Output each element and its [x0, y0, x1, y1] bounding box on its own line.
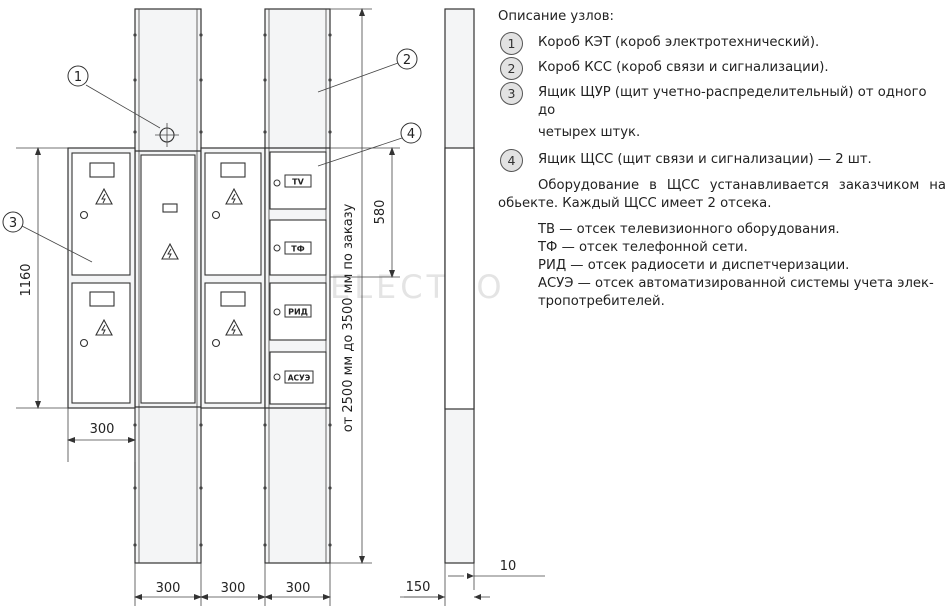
legend-compartment-askue: АСУЭ — отсек автоматизированной системы … [538, 276, 934, 309]
dim-1160: 1160 [19, 263, 34, 296]
shss-compartments [269, 151, 327, 405]
duct-ket-holes [133, 33, 203, 547]
legend-text-2: Короб КСС (короб связи и сигнализации). [538, 60, 829, 75]
legend-num-3: 3 [500, 82, 523, 105]
dim-300-col2: 300 [221, 581, 246, 596]
legend-compartment-rid: РИД — отсек радиосети и диспетчеризации. [538, 258, 850, 273]
callout-2: 2 [403, 53, 411, 68]
callout-1: 1 [74, 70, 82, 85]
legend-item-1: 1 Короб КЭТ (короб электротехнический). [498, 32, 946, 55]
compartment-tv: TV [292, 178, 304, 187]
callout-circles [2, 48, 422, 233]
legend-text-3-cont: четырех штук. [538, 125, 641, 140]
legend: Описание узлов: 1 Короб КЭТ (короб элект… [498, 8, 946, 311]
ket-door [140, 154, 196, 404]
legend-paragraph: Оборудование в ЩСС устанавливается заказ… [498, 178, 946, 211]
legend-item-3: 3 Ящик ЩУР (щит учетно-распределительный… [498, 82, 946, 120]
compartment-rid: РИД [288, 308, 308, 317]
ground-cross-icon [155, 123, 179, 147]
shur-box-left [67, 147, 136, 409]
dim-10: 10 [500, 559, 517, 574]
dim-300-col1: 300 [156, 581, 181, 596]
dim-300-left: 300 [90, 422, 115, 437]
legend-compartments: ТВ — отсек телевизионного оборудования. … [498, 221, 946, 311]
compartment-askue: АСУЭ [288, 374, 311, 383]
dim-580: 580 [373, 200, 388, 225]
legend-item-2: 2 Короб КСС (короб связи и сигнализации)… [498, 57, 946, 80]
dimension-lines [16, 8, 545, 606]
callout-lines [21, 62, 403, 263]
legend-num-2: 2 [500, 57, 523, 80]
dim-height-range: от 2500 мм до 3500 мм по заказу [341, 203, 356, 432]
legend-compartment-tv: ТВ — отсек телевизионного оборудования. [538, 222, 840, 237]
side-view [444, 8, 475, 564]
legend-title: Описание узлов: [498, 9, 614, 24]
legend-text-4: Ящик ЩСС (щит связи и сигнализации) — 2 … [538, 152, 872, 167]
dim-300-col3: 300 [286, 581, 311, 596]
callout-4: 4 [407, 127, 415, 142]
legend-compartment-tf: ТФ — отсек телефонной сети. [538, 240, 748, 255]
dim-150: 150 [406, 580, 431, 595]
callout-3: 3 [9, 216, 17, 231]
legend-text-3: Ящик ЩУР (щит учетно-распределительный) … [538, 85, 927, 118]
legend-text-1: Короб КЭТ (короб электротехнический). [538, 35, 820, 50]
legend-item-4: 4 Ящик ЩСС (щит связи и сигнализации) — … [498, 149, 946, 172]
compartment-tf: ТФ [291, 245, 304, 254]
shur-box-right [200, 147, 266, 409]
duct-kss-holes [263, 33, 332, 547]
legend-num-4: 4 [500, 149, 523, 172]
legend-num-1: 1 [500, 32, 523, 55]
